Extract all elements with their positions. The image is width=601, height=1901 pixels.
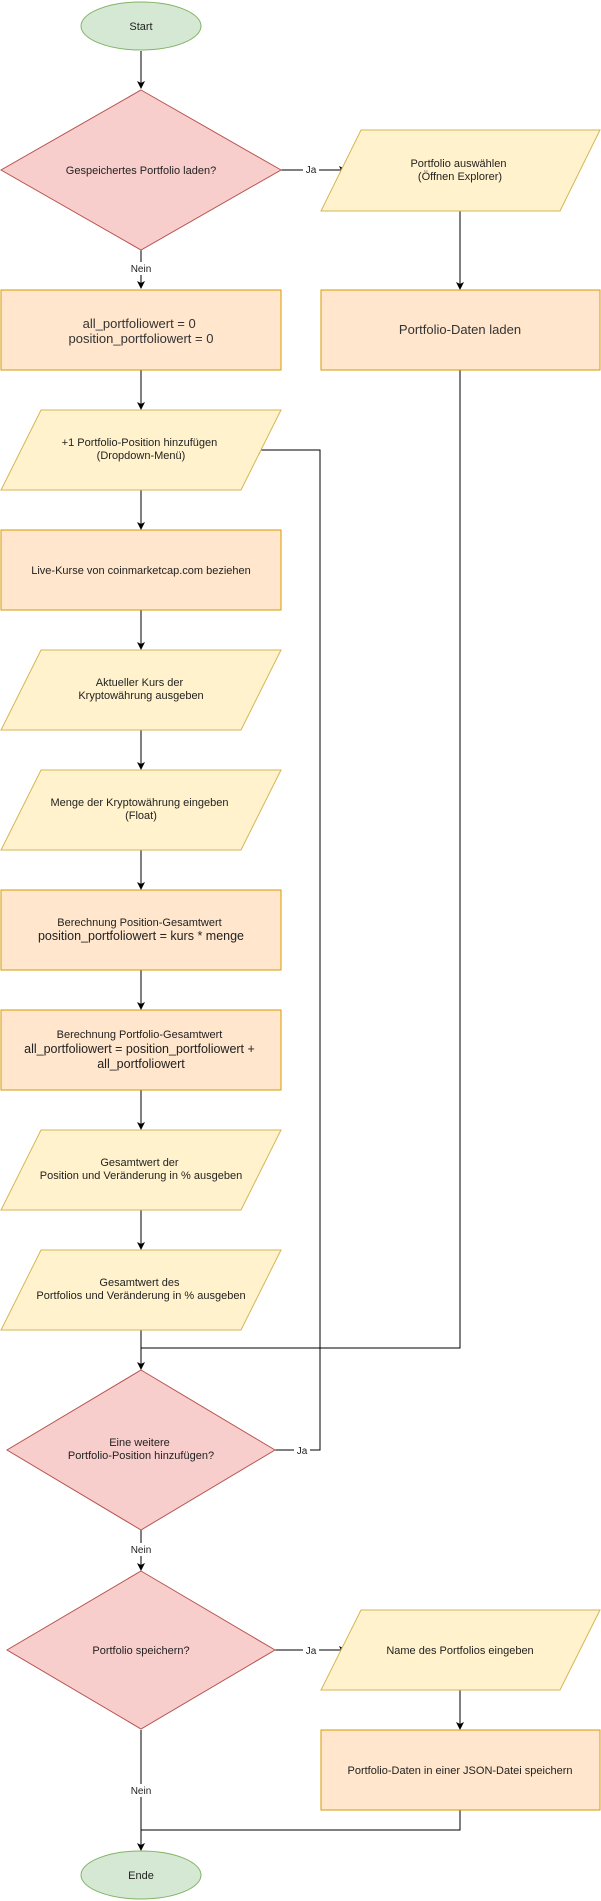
node-amount: Menge der Kryptowährung eingeben (Float) [0, 769, 282, 851]
init-values-process-shape [0, 289, 282, 371]
edges [137, 51, 464, 1851]
out-portfolio-io-shape [0, 1249, 282, 1331]
load-question-decision-shape [0, 89, 283, 251]
node-choose-portfolio: Portfolio auswählen (Öffnen Explorer) [320, 129, 601, 212]
edge-label-ja-save: Ja [306, 1646, 317, 1657]
node-more-question: Eine weitere Portfolio-Position hinzufüg… [6, 1369, 276, 1531]
load-data-process-shape [320, 289, 601, 371]
node-save-json: Portfolio-Daten in einer JSON-Datei spei… [320, 1729, 601, 1811]
end-label: Ende [128, 1870, 154, 1882]
edge-label-ja-load: Ja [306, 165, 317, 176]
end-terminal-shape [80, 1850, 202, 1900]
out-position-io-shape [0, 1129, 282, 1211]
node-calc-portfolio: Berechnung Portfolio-Gesamtwert all_port… [0, 1009, 282, 1091]
live-rates-label: Live-Kurse von coinmarketcap.com beziehe… [31, 565, 251, 577]
node-load-data: Portfolio-Daten laden [320, 289, 601, 371]
more-question-label: Eine weitere Portfolio-Position hinzufüg… [68, 1437, 214, 1462]
calc-position-label: Berechnung Position-Gesamtwert position_… [38, 917, 244, 943]
show-rate-io-shape [0, 649, 282, 731]
node-init-values: all_portfoliowert = 0 position_portfolio… [0, 289, 282, 371]
choose-portfolio-io-shape [320, 129, 601, 212]
load-question-label: Gespeichertes Portfolio laden? [66, 165, 216, 177]
save-question-label: Portfolio speichern? [92, 1645, 189, 1657]
portfolio-name-label: Name des Portfolios eingeben [386, 1645, 533, 1657]
node-load-question: Gespeichertes Portfolio laden? [0, 89, 283, 251]
add-position-io-shape [0, 409, 282, 491]
node-portfolio-name: Name des Portfolios eingeben [320, 1609, 601, 1691]
node-out-portfolio: Gesamtwert des Portfolios und Veränderun… [0, 1249, 282, 1331]
edge-load-data-to-more-question [141, 370, 461, 1349]
load-data-label: Portfolio-Daten laden [399, 322, 521, 337]
save-json-process-shape [320, 1729, 601, 1811]
choose-portfolio-label: Portfolio auswählen (Öffnen Explorer) [410, 158, 509, 183]
node-out-position: Gesamtwert der Position und Veränderung … [0, 1129, 282, 1211]
show-rate-label: Aktueller Kurs der Kryptowährung ausgebe… [78, 677, 203, 702]
save-question-decision-shape [6, 1570, 276, 1730]
out-position-label: Gesamtwert der Position und Veränderung … [40, 1157, 242, 1182]
node-show-rate: Aktueller Kurs der Kryptowährung ausgebe… [0, 649, 282, 731]
amount-io-shape [0, 769, 282, 851]
edge-label-nein-more: Nein [131, 1545, 152, 1556]
amount-label: Menge der Kryptowährung eingeben (Float) [50, 797, 231, 822]
calc-position-process-shape [0, 889, 282, 971]
edge-label-nein-load: Nein [131, 264, 152, 275]
edge-labels: Ja Nein Ja Nein Ja Nein [127, 163, 319, 1797]
start-label: Start [129, 21, 152, 33]
save-json-label: Portfolio-Daten in einer JSON-Datei spei… [348, 1765, 573, 1777]
edge-label-ja-more: Ja [297, 1446, 308, 1457]
add-position-label: +1 Portfolio-Position hinzufügen (Dropdo… [62, 437, 221, 462]
out-portfolio-label: Gesamtwert des Portfolios und Veränderun… [36, 1277, 245, 1302]
node-add-position: +1 Portfolio-Position hinzufügen (Dropdo… [0, 409, 282, 491]
calc-portfolio-process-shape [0, 1009, 282, 1091]
more-question-decision-shape [6, 1369, 276, 1531]
init-values-label: all_portfoliowert = 0 position_portfolio… [69, 316, 214, 346]
start-terminal-shape [80, 1, 202, 51]
calc-portfolio-label: Berechnung Portfolio-Gesamtwert all_port… [24, 1029, 258, 1071]
node-live-rates: Live-Kurse von coinmarketcap.com beziehe… [0, 529, 282, 611]
edge-save-json-to-end [141, 1810, 461, 1831]
node-calc-position: Berechnung Position-Gesamtwert position_… [0, 889, 282, 971]
node-end: Ende [80, 1850, 202, 1900]
node-start: Start [80, 1, 202, 51]
portfolio-name-io-shape [320, 1609, 601, 1691]
node-save-question: Portfolio speichern? [6, 1570, 276, 1730]
edge-label-nein-save: Nein [131, 1786, 152, 1797]
live-rates-process-shape [0, 529, 282, 611]
